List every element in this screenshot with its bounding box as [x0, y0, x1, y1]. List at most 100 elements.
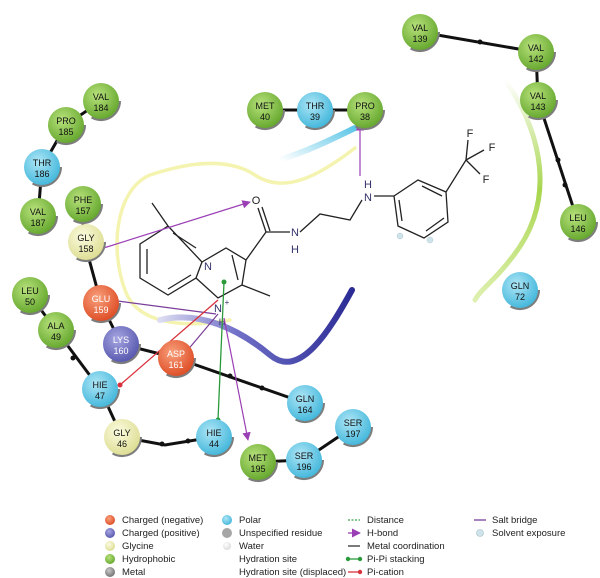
backbone-dot — [70, 355, 76, 361]
pipi-hie44 — [217, 281, 225, 421]
atom-ring-nitrogen: N — [204, 261, 212, 273]
ligand-cf3-bond — [445, 159, 467, 193]
residue-name: GLN — [296, 394, 315, 404]
hbond-gly158 — [93, 200, 251, 252]
ligand-phenyl-ring — [393, 179, 449, 239]
residue-name: PRO — [56, 116, 76, 126]
residue-disc — [502, 272, 538, 308]
residue-disc — [82, 371, 118, 407]
residue-number: 160 — [113, 346, 128, 356]
legend-label: Metal — [122, 567, 145, 578]
residue-disc — [247, 92, 283, 128]
ligand-linker — [299, 199, 363, 233]
residue-number: 161 — [168, 360, 183, 370]
legend-label: Distance — [367, 515, 404, 526]
residue-disc — [297, 92, 333, 128]
residue-name: MET — [249, 453, 269, 463]
residue-name: VAL — [93, 92, 109, 102]
residue-number: 47 — [95, 391, 105, 401]
residue-disc — [68, 224, 104, 260]
backbone-dot — [227, 373, 233, 379]
solvent-exposure-dot — [426, 236, 434, 244]
legend-charged-negative: Charged (negative) — [105, 515, 203, 526]
legend-glycine: Glycine — [105, 541, 154, 552]
solvent-exposure-dot — [396, 232, 404, 240]
residue-disc — [560, 204, 596, 240]
residue-name: VAL — [530, 91, 546, 101]
atom-amide-nitrogen: N — [291, 227, 299, 239]
legend-salt-bridge: Salt bridge — [474, 515, 537, 526]
legend-swatch-pi-pi-dot — [357, 556, 363, 562]
residue-disc — [240, 444, 276, 480]
legend-label: Salt bridge — [492, 515, 537, 526]
legend-water: Water — [223, 541, 264, 552]
residue-number: 146 — [570, 224, 585, 234]
legend-swatch-unspecified — [222, 528, 232, 538]
residue-name: VAL — [528, 43, 544, 53]
pipi-dot-start — [221, 279, 227, 285]
residue-disc — [335, 409, 371, 445]
ligand-phenyl-double — [398, 185, 445, 232]
residue-name: SER — [344, 418, 363, 428]
legend-label: Pi-cation — [367, 567, 404, 578]
residue-disc — [196, 419, 232, 455]
residue-name: THR — [306, 101, 325, 111]
legend-swatch-hydrophobic — [105, 554, 115, 564]
residue-name: GLY — [113, 428, 130, 438]
legend: Charged (negative) Charged (positive) Gl… — [105, 515, 565, 578]
legend-swatch-metal — [105, 567, 115, 577]
pocket-contour-yellow — [115, 146, 357, 326]
legend-swatch-water — [223, 542, 231, 550]
residue-number: 39 — [310, 112, 320, 122]
residue-number: 142 — [528, 54, 543, 64]
legend-label: Hydrophobic — [122, 554, 176, 565]
legend-label: Pi-Pi stacking — [367, 554, 425, 565]
atom-fluorine-3: F — [483, 174, 490, 186]
backbone-dot — [159, 441, 165, 447]
residue-disc — [347, 92, 383, 128]
backbone-dot — [562, 182, 568, 188]
residue-name: GLN — [511, 281, 530, 291]
ligand-five-double — [231, 254, 239, 281]
ligand-pyridine-ring — [139, 225, 203, 296]
residue-number: 196 — [296, 462, 311, 472]
legend-label: Charged (positive) — [122, 528, 200, 539]
legend-label: H-bond — [367, 528, 398, 539]
residue-name: GLU — [92, 294, 111, 304]
backbone-dot — [185, 438, 191, 444]
legend-label: Polar — [239, 515, 261, 526]
legend-polar: Polar — [222, 515, 261, 526]
residue-number: 49 — [51, 332, 61, 342]
residue-disc — [518, 34, 554, 70]
legend-distance: Distance — [348, 515, 404, 526]
residue-disc — [402, 14, 438, 50]
legend-swatch-solvent-exposure — [476, 529, 484, 537]
saltbridge-asp161 — [185, 313, 219, 353]
residue-number: 186 — [34, 169, 49, 179]
residue-name: PHE — [74, 195, 93, 205]
legend-label: Hydration site (displaced) — [239, 567, 346, 578]
residue-number: 159 — [93, 305, 108, 315]
ligand-methyl-2 — [241, 284, 271, 297]
legend-label: Glycine — [122, 541, 154, 552]
